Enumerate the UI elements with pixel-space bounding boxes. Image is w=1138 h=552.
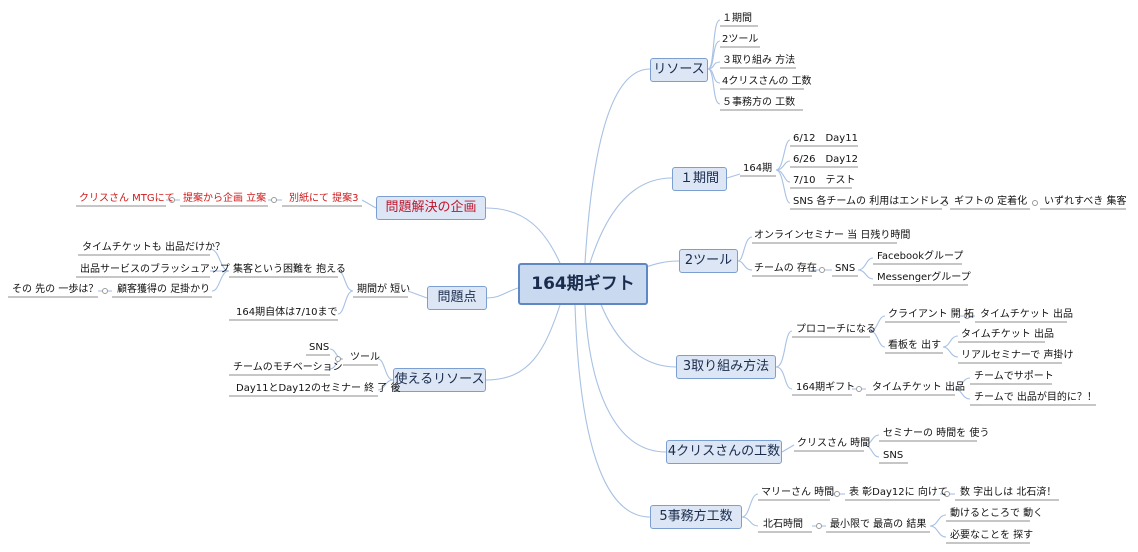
subtopic-messenger-group[interactable]: Messengerグループ: [877, 272, 971, 283]
topic-office-workload[interactable]: 5事務方工数: [650, 505, 742, 529]
subtopic-chris-mtg[interactable]: クリスさん MTGにて: [79, 193, 175, 204]
subtopic-r1[interactable]: １期間: [722, 13, 752, 24]
subtopic-day11[interactable]: 6/12 Day11: [793, 133, 858, 144]
subtopic-day12[interactable]: 6/26 Day12: [793, 154, 858, 165]
subtopic-usable-sns[interactable]: SNS: [309, 342, 330, 353]
subtopic-move-where[interactable]: 動けるところで 動く: [950, 508, 1044, 519]
subtopic-brush-up[interactable]: 出品サービスのブラッシュアップ: [80, 264, 230, 275]
subtopic-day12-award[interactable]: 表 彰Day12に 向けて: [849, 487, 948, 498]
topic-tool[interactable]: 2ツール: [679, 249, 738, 273]
topic-problem-solving-plan[interactable]: 問題解決の企画: [376, 196, 486, 220]
subtopic-min-max[interactable]: 最小限で 最高の 結果: [830, 519, 927, 530]
subtopic-r3[interactable]: ３取り組み 方法: [722, 55, 796, 66]
subtopic-tool[interactable]: ツール: [350, 352, 380, 363]
subtopic-signboard[interactable]: 看板を 出す: [888, 340, 942, 351]
subtopic-facebook-group[interactable]: Facebookグループ: [877, 251, 964, 262]
subtopic-collect-difficulty[interactable]: 集客という困難を 抱える: [233, 264, 346, 275]
topic-period[interactable]: １期間: [672, 167, 727, 191]
subtopic-separate-sheet[interactable]: 別紙にて 提案3: [289, 193, 359, 204]
subtopic-numbers-done[interactable]: 数 字出しは 北石済！: [960, 487, 1057, 498]
subtopic-kitaishi-time[interactable]: 北石時間: [763, 519, 803, 530]
subtopic-ticket-2[interactable]: タイムチケット 出品: [961, 329, 1054, 340]
subtopic-next-step[interactable]: その 先の 一歩は？: [12, 284, 99, 295]
subtopic-team-purpose[interactable]: チームで 出品が目的に？！: [974, 392, 1097, 403]
subtopic-ticket-1[interactable]: タイムチケット 出品: [980, 309, 1073, 320]
subtopic-after-seminar[interactable]: Day11とDay12のセミナー 終 了 後: [236, 383, 401, 394]
subtopic-until-7-10[interactable]: 164期自体は7/10まで: [236, 307, 338, 318]
subtopic-r4[interactable]: 4クリスさんの 工数: [722, 76, 812, 87]
subtopic-team-motivation[interactable]: チームのモチベーション: [233, 362, 343, 373]
subtopic-ticket-3[interactable]: タイムチケット 出品: [872, 382, 965, 393]
topic-usable-resources[interactable]: 使えるリソース: [393, 368, 486, 392]
subtopic-pro-coach[interactable]: プロコーチになる: [796, 324, 876, 335]
subtopic-sns-endless[interactable]: SNS 各チームの 利用はエンドレス: [793, 196, 950, 207]
topic-chris-workload[interactable]: 4クリスさんの工数: [666, 440, 782, 464]
subtopic-team-exists[interactable]: チームの 存在: [754, 263, 817, 274]
subtopic-164-gift[interactable]: 164期ギフト: [796, 382, 856, 393]
subtopic-r2[interactable]: 2ツール: [722, 34, 759, 45]
subtopic-ticket-only[interactable]: タイムチケットも 出品だけか？: [82, 242, 225, 253]
subtopic-mary-time[interactable]: マリーさん 時間: [761, 487, 835, 498]
topic-problems[interactable]: 問題点: [427, 286, 487, 310]
subtopic-use-seminar[interactable]: セミナーの 時間を 使う: [883, 428, 990, 439]
subtopic-short-period[interactable]: 期間が 短い: [357, 284, 411, 295]
topic-resources[interactable]: リソース: [650, 58, 708, 82]
subtopic-must-collect[interactable]: いずれすべき 集客: [1044, 196, 1127, 207]
subtopic-online-seminar[interactable]: オンラインセミナー 当 日残り時間: [754, 230, 911, 241]
subtopic-chris-time[interactable]: クリスさん 時間: [797, 438, 871, 449]
topic-approach[interactable]: 3取り組み方法: [676, 355, 776, 379]
subtopic-r5[interactable]: ５事務方の 工数: [722, 97, 796, 108]
subtopic-sns[interactable]: SNS: [835, 263, 856, 274]
subtopic-foothold[interactable]: 顧客獲得の 足掛かり: [117, 284, 211, 295]
central-topic[interactable]: 164期ギフト: [518, 263, 648, 305]
subtopic-164[interactable]: 164期: [743, 163, 773, 174]
subtopic-test[interactable]: 7/10 テスト: [793, 175, 856, 186]
subtopic-chris-sns[interactable]: SNS: [883, 450, 904, 461]
subtopic-real-seminar[interactable]: リアルセミナーで 声掛け: [961, 350, 1074, 361]
subtopic-proposal-plan[interactable]: 提案から企画 立案: [183, 193, 267, 204]
subtopic-client[interactable]: クライアント 開 拓: [888, 309, 974, 320]
subtopic-find-needed[interactable]: 必要なことを 探す: [950, 530, 1034, 541]
subtopic-team-support[interactable]: チームでサポート: [974, 371, 1054, 382]
subtopic-gift-establish[interactable]: ギフトの 定着化: [954, 196, 1028, 207]
